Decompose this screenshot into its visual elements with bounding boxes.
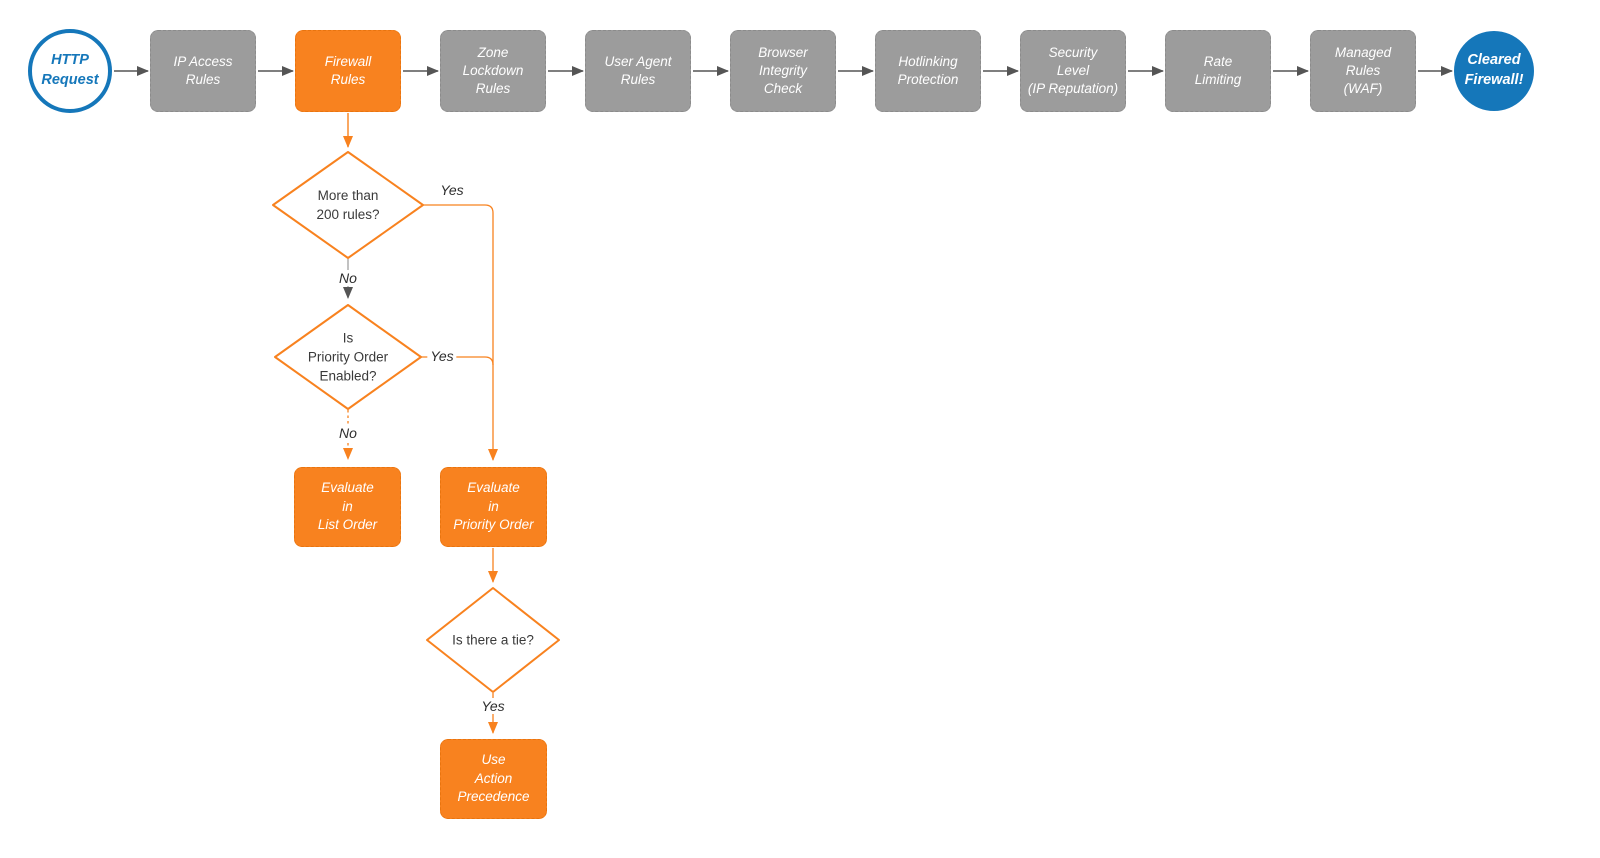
decision3-label: Is there a tie? — [452, 632, 534, 648]
arrow-decision2-yes — [421, 356, 494, 366]
decision2-no-label: No — [336, 425, 360, 441]
stage-ip-access-rules: IP Access Rules — [150, 30, 256, 112]
stage-user-agent-rules: User Agent Rules — [585, 30, 691, 112]
stage-firewall-rules: Firewall Rules — [295, 30, 401, 112]
stage-security-level: Security Level (IP Reputation) — [1020, 30, 1126, 112]
arrow-decision1-yes — [423, 204, 498, 461]
decision2-label: Is Priority Order Enabled? — [307, 330, 389, 384]
decision2-yes-label: Yes — [427, 348, 457, 364]
decision1-yes-label: Yes — [437, 182, 467, 198]
stage-rate-limiting: Rate Limiting — [1165, 30, 1271, 112]
decision2-diamond — [274, 304, 422, 410]
stage-zone-lockdown-rules: Zone Lockdown Rules — [440, 30, 546, 112]
stage-browser-integrity-check: Browser Integrity Check — [730, 30, 836, 112]
action-evaluate-in-priority-order: Evaluate in Priority Order — [440, 467, 547, 547]
end-node-cleared-firewall: Cleared Firewall! — [1454, 31, 1534, 111]
decision3-diamond — [426, 587, 560, 693]
decision1-label: More than 200 rules? — [316, 187, 380, 222]
action-use-action-precedence: Use Action Precedence — [440, 739, 547, 819]
decision3-yes-label: Yes — [478, 698, 508, 714]
stage-managed-rules-waf: Managed Rules (WAF) — [1310, 30, 1416, 112]
start-node-http-request: HTTP Request — [28, 29, 112, 113]
stage-hotlinking-protection: Hotlinking Protection — [875, 30, 981, 112]
decision1-diamond — [272, 151, 424, 259]
action-evaluate-in-list-order: Evaluate in List Order — [294, 467, 401, 547]
decision1-no-label: No — [336, 270, 360, 286]
